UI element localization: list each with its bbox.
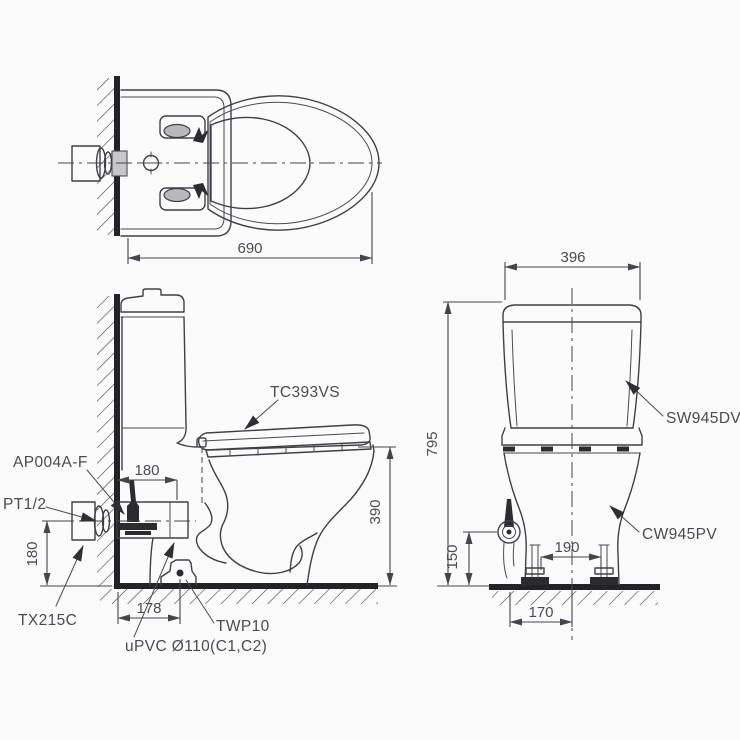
dim-390-text: 390: [367, 499, 384, 524]
dim-tank-width: 396: [504, 249, 641, 300]
leader-bowl: [609, 505, 640, 533]
inlet-duct: [116, 501, 189, 539]
front-view: 396 795 150 190 170 SW945DV CW945PV: [424, 249, 740, 640]
dim-outlet-offset: 178: [117, 579, 181, 624]
dim-inlet-depth: 180: [116, 462, 178, 500]
hinge-plate: [159, 187, 206, 211]
tank-inner-left: [511, 329, 518, 427]
dim-170-text: 170: [528, 604, 553, 621]
trap-curve: [208, 459, 303, 575]
leader-seat: [244, 399, 279, 430]
label-stop-valve: TX215C: [18, 612, 77, 629]
bowl-step-curve: [289, 532, 318, 573]
dim-690-text: 690: [237, 240, 262, 257]
tank-left: [502, 321, 512, 429]
dim-180h-text: 180: [134, 462, 159, 479]
leader-supply: [45, 506, 97, 522]
dim-supply-offset: 170: [509, 592, 573, 627]
mounting-bolt-left: [521, 544, 549, 585]
seat-ring-side: [205, 441, 372, 458]
label-seat-model: TC393VS: [270, 384, 340, 401]
dim-180v-text: 180: [24, 541, 41, 566]
label-floor-flange: TWP10: [216, 618, 270, 635]
label-bowl-model: CW945PV: [642, 526, 717, 543]
dim-overall-depth: 690: [127, 192, 373, 264]
valve-foot: [125, 531, 151, 535]
side-view: 180 180 390 178 TC393VS AP004A-F PT1/2: [3, 288, 397, 655]
leader-fill-valve: [86, 469, 125, 515]
trap-inner-curve: [195, 502, 227, 564]
label-drain-pipe: uPVC Ø110(C1,C2): [125, 638, 267, 655]
floor-hatch: [492, 591, 658, 605]
dim-795-text: 795: [424, 431, 441, 456]
tank-lid: [120, 288, 185, 313]
hinge-bolt: [193, 127, 209, 143]
bowl-left: [503, 452, 527, 586]
dim-178-text: 178: [136, 600, 161, 617]
dim-bolt-spacing: 190: [540, 539, 602, 570]
hinge-bolt: [193, 183, 209, 199]
label-supply: PT1/2: [3, 496, 46, 513]
dim-valve-height: 150: [444, 531, 497, 586]
hinge-plate: [159, 115, 206, 139]
dim-150-text: 150: [444, 544, 461, 569]
flange-bolt: [176, 569, 184, 577]
top-view: 690: [58, 76, 382, 264]
tank-lid: [502, 304, 642, 323]
tank-right: [632, 321, 642, 429]
mounting-bolt-right: [590, 544, 618, 585]
tank-inner-right: [626, 329, 633, 427]
tank-outline-plan: [120, 89, 232, 237]
dim-190-text: 190: [554, 539, 579, 556]
dim-supply-height: 180: [24, 520, 112, 587]
floor-hatch: [100, 589, 378, 604]
bowl-right: [617, 452, 641, 586]
stop-valve-handle: [127, 480, 139, 522]
pedestal-back: [149, 537, 154, 586]
leader-flange: [185, 579, 215, 624]
leader-drain: [133, 542, 175, 638]
wing-nut: [163, 123, 191, 139]
bowl-outline: [306, 444, 375, 586]
stop-valve: [497, 499, 521, 579]
dim-overall-height: 795: [424, 301, 502, 586]
label-fill-valve: AP004A-F: [13, 454, 88, 471]
tank-front: [176, 316, 198, 448]
dim-396-text: 396: [560, 249, 585, 266]
wall-hatch: [97, 296, 114, 587]
wing-nut: [163, 187, 191, 203]
dim-rim-height: 390: [358, 446, 397, 587]
bowl-opening: [210, 116, 311, 210]
seat-lid-seam: [202, 432, 365, 442]
seat-ring-ticks: [229, 443, 343, 457]
floor-flange: [160, 559, 197, 586]
leader-tank: [625, 380, 664, 417]
leader-stop-valve: [55, 545, 84, 607]
valve-base: [119, 523, 157, 530]
label-tank-model: SW945DV: [666, 410, 740, 427]
